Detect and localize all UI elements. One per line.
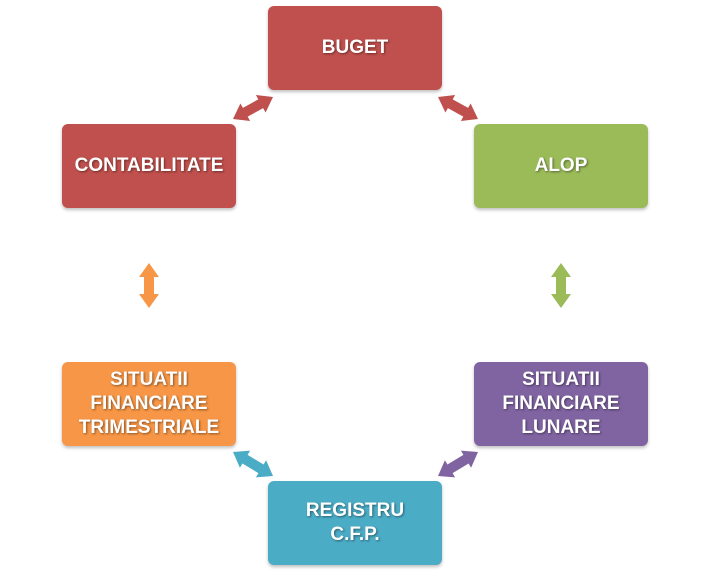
node-registru-cfp: REGISTRU C.F.P. [268,481,442,565]
node-label-line: SITUATII [110,369,188,390]
node-label: BUGET [321,37,389,58]
node-label-line: SITUATII [522,369,600,390]
node-label-line: FINANCIARE [502,393,620,414]
arrow-situatii-trimestriale-contabilitate [139,263,159,308]
node-alop: ALOP [474,124,648,208]
node-label: CONTABILITATE [74,155,224,176]
node-buget: BUGET [268,6,442,90]
node-label: ALOP [534,155,588,176]
node-label-line: LUNARE [521,417,601,438]
arrow-contabilitate-buget [233,95,273,121]
node-situatii-financiare-trimestriale: SITUATII FINANCIARE TRIMESTRIALE [62,362,236,446]
node-contabilitate: CONTABILITATE [62,124,236,208]
node-label-line: REGISTRU [305,500,405,521]
arrow-registru-situatii-trimestriale [233,450,273,478]
node-label-line: FINANCIARE [90,393,208,414]
node-situatii-financiare-lunare: SITUATII FINANCIARE LUNARE [474,362,648,446]
arrow-alop-situatii-lunare [551,263,571,308]
node-label-line: TRIMESTRIALE [78,417,220,438]
node-label-line: C.F.P. [330,524,380,545]
arrow-buget-alop [438,95,478,121]
arrow-situatii-lunare-registru [438,450,478,478]
